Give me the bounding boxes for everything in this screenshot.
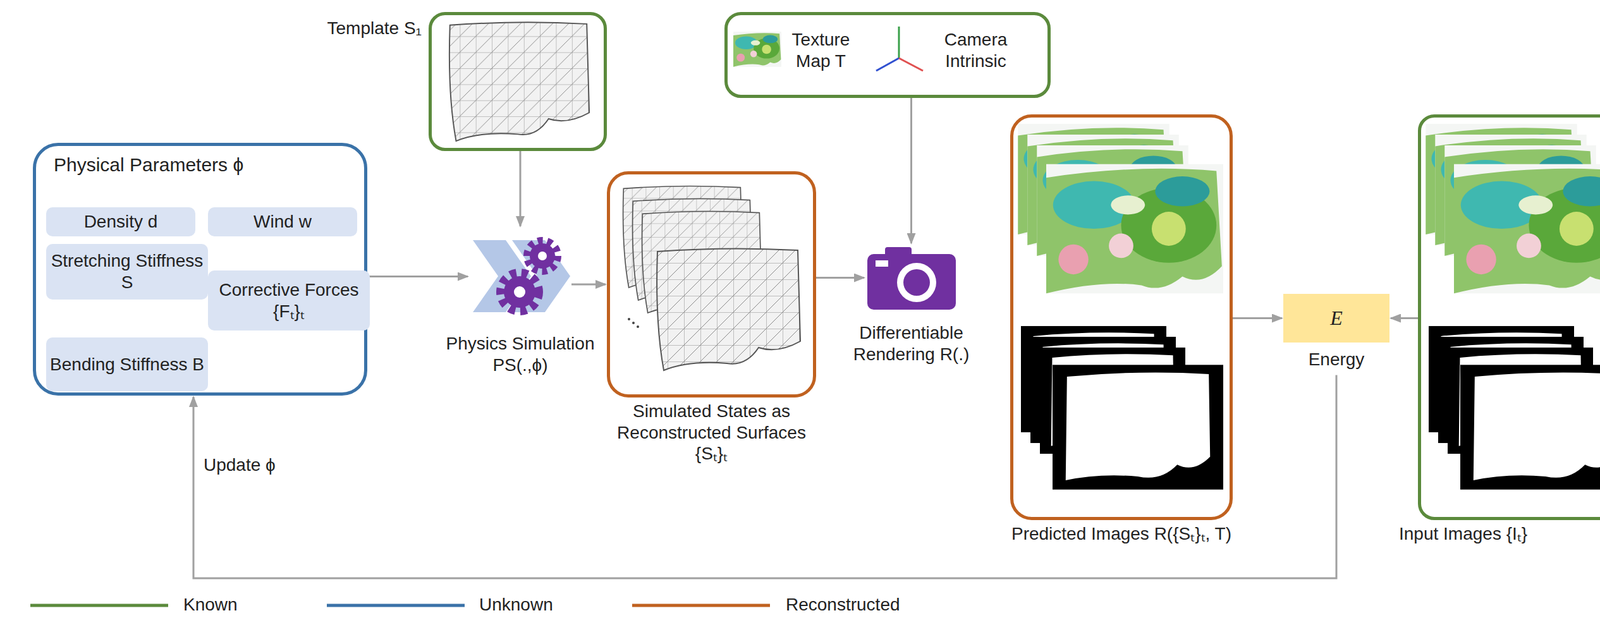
- arrow-connector: [519, 151, 522, 227]
- arrow-connector: [193, 375, 1337, 579]
- legend-text: Reconstructed: [785, 594, 901, 616]
- legend-text: Known: [183, 594, 238, 616]
- node-label: Physics Simulation PS(.,ϕ): [434, 333, 606, 376]
- node-label: Bending Stiffness B: [49, 354, 205, 376]
- legend-text: Unknown: [479, 594, 554, 616]
- known-box: Input Images {Iₜ}: [1417, 114, 1600, 521]
- known-box: Texture Map T Camera Intrinsic: [724, 12, 1051, 98]
- node-label: Simulated States as Reconstructed Surfac…: [601, 400, 823, 465]
- parameter-box: Corrective Forces {Fₜ}ₜ: [207, 270, 370, 331]
- node-label: Density d: [84, 211, 159, 233]
- parameter-box: Stretching Stiffness S: [46, 244, 208, 300]
- node-label: Input Images {Iₜ}: [1398, 523, 1528, 545]
- node-label: Physical Parameters ϕ: [53, 153, 244, 177]
- reconstructed-box: Predicted Images R({Sₜ}ₜ, T): [1010, 114, 1233, 521]
- simulation-icon: Physics Simulation PS(.,ϕ): [469, 227, 572, 326]
- node-label: Differentiable Rendering R(.): [838, 322, 985, 365]
- arrow-connector: [1390, 317, 1418, 320]
- node-label: Predicted Images R({Sₜ}ₜ, T): [1011, 523, 1232, 545]
- unknown-box: Physical Parameters ϕ Density d Wind w Stre…: [32, 142, 368, 396]
- arrow-connector: [1232, 317, 1283, 320]
- node-label: E: [1330, 305, 1343, 330]
- reconstructed-box: Simulated States as Reconstructed Surfac…: [606, 171, 817, 398]
- node-label: Template S₁: [326, 17, 422, 40]
- node-label: Wind w: [253, 211, 312, 233]
- edge-label: Update ϕ: [201, 455, 279, 476]
- arrow-connector: [910, 97, 913, 244]
- node-sublabel: Energy: [1308, 348, 1365, 371]
- known-box: Template S₁: [428, 12, 607, 152]
- camera-icon: Differentiable Rendering R(.): [865, 244, 958, 312]
- arrow-connector: [367, 275, 468, 278]
- parameter-box: Density d: [46, 207, 196, 237]
- node-sublabel: Camera Intrinsic: [926, 29, 1025, 72]
- energy-box: EEnergy: [1283, 293, 1390, 343]
- node-label: Stretching Stiffness S: [46, 250, 208, 293]
- arrow-connector: [571, 283, 606, 286]
- arrow-connector: [816, 276, 865, 279]
- node-label: Corrective Forces {Fₜ}ₜ: [207, 279, 370, 322]
- parameter-box: Bending Stiffness B: [46, 337, 208, 392]
- parameter-box: Wind w: [207, 207, 358, 237]
- node-label: Texture Map T: [781, 29, 861, 72]
